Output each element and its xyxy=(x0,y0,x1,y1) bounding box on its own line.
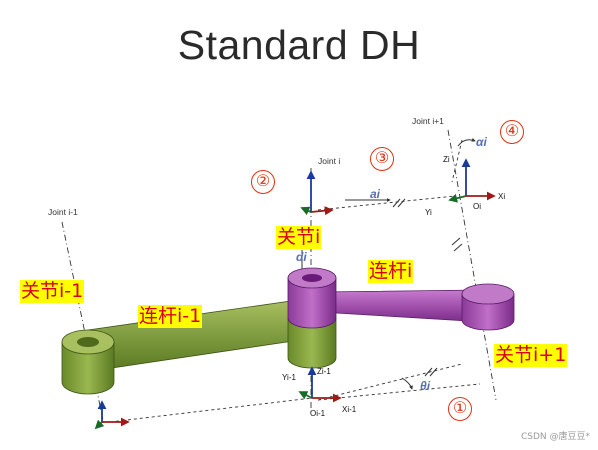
break-marks xyxy=(392,198,463,377)
link-i xyxy=(287,267,515,331)
z-i-label: Zi xyxy=(443,155,450,164)
frame-o-i-minus-1 xyxy=(298,366,342,403)
step-marker-3: ③ xyxy=(370,147,394,171)
joint-i-label: Joint i xyxy=(318,156,341,166)
annotation-link-i: 连杆i xyxy=(368,260,414,283)
diagram-title: Standard DH xyxy=(177,22,421,68)
joint-i-plus-1-label: Joint i+1 xyxy=(412,116,444,126)
frame-joint-i-top xyxy=(300,170,334,216)
y-i-label: Yi xyxy=(425,208,432,217)
o-i-label: Oi xyxy=(473,202,481,211)
annotation-joint-i-minus-1: 关节i-1 xyxy=(20,280,85,303)
frame-joint-i-minus-1-base xyxy=(94,400,130,430)
z-i-minus-1-label: Zi-1 xyxy=(317,367,331,376)
x-i-label: Xi xyxy=(498,192,506,201)
param-alpha: αi xyxy=(476,135,487,149)
joint-i-minus-1-label: Joint i-1 xyxy=(48,207,78,217)
param-d: di xyxy=(296,250,307,264)
link-i-minus-1 xyxy=(61,299,301,395)
param-a: ai xyxy=(370,187,381,201)
annotation-joint-i-plus-1: 关节i+1 xyxy=(494,344,568,367)
common-normal-lines xyxy=(109,139,481,423)
annotation-link-i-minus-1: 连杆i-1 xyxy=(138,305,203,328)
step-marker-2: ② xyxy=(251,170,275,194)
joint-i-minus-1-axis xyxy=(61,221,105,426)
frame-o-i xyxy=(448,158,496,203)
joint-axis-lines xyxy=(61,129,497,426)
x-i-minus-1-label: Xi-1 xyxy=(342,405,357,414)
step-marker-1: ① xyxy=(448,397,472,421)
o-i-minus-1-label: Oi-1 xyxy=(310,409,326,418)
annotation-joint-i: 关节i xyxy=(276,226,322,249)
watermark: CSDN @唐豆豆* xyxy=(520,432,590,442)
step-marker-4: ④ xyxy=(500,120,524,144)
theta-arc xyxy=(401,377,413,390)
alpha-arc xyxy=(457,137,476,147)
param-theta: θi xyxy=(420,379,431,393)
y-i-minus-1-label: Yi-1 xyxy=(282,373,296,382)
